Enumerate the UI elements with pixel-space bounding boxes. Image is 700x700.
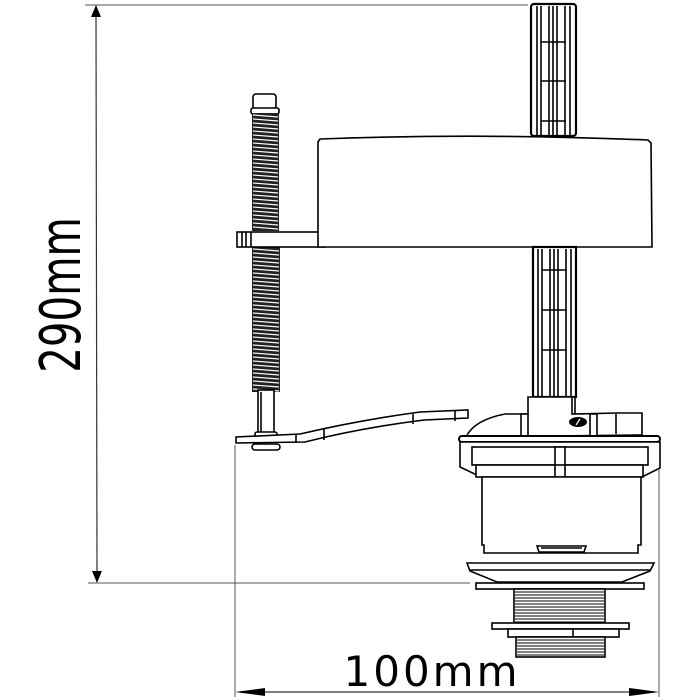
valve-flange <box>465 562 656 583</box>
float-arm-bracket <box>236 231 326 248</box>
arrow-left-icon <box>235 688 265 696</box>
height-dimension: 290mm <box>28 4 528 584</box>
height-dimension-line <box>95 13 98 575</box>
threaded-rod <box>250 93 281 451</box>
rod-nut <box>251 443 281 451</box>
height-label: 290mm <box>28 217 93 372</box>
lever-arm <box>235 409 469 444</box>
rod-cap <box>252 93 277 110</box>
arrow-right-icon <box>629 688 659 696</box>
valve-barrel <box>481 476 642 554</box>
lever-link <box>235 409 469 444</box>
valve-head-top <box>464 396 643 438</box>
valve-rim <box>458 435 661 443</box>
width-label: 100mm <box>344 647 521 696</box>
backnut <box>491 622 630 630</box>
barrel-window <box>535 545 588 553</box>
float-body <box>317 135 653 248</box>
backnut-lower <box>507 628 620 638</box>
float-cup <box>317 135 653 248</box>
width-dimension: 100mm <box>234 445 660 697</box>
threaded-shank <box>491 588 630 658</box>
arrow-down-icon <box>92 571 102 583</box>
valve-body <box>465 476 656 590</box>
valve-head <box>458 396 661 478</box>
arrow-up-icon <box>91 5 101 17</box>
flange-washer <box>475 582 645 590</box>
